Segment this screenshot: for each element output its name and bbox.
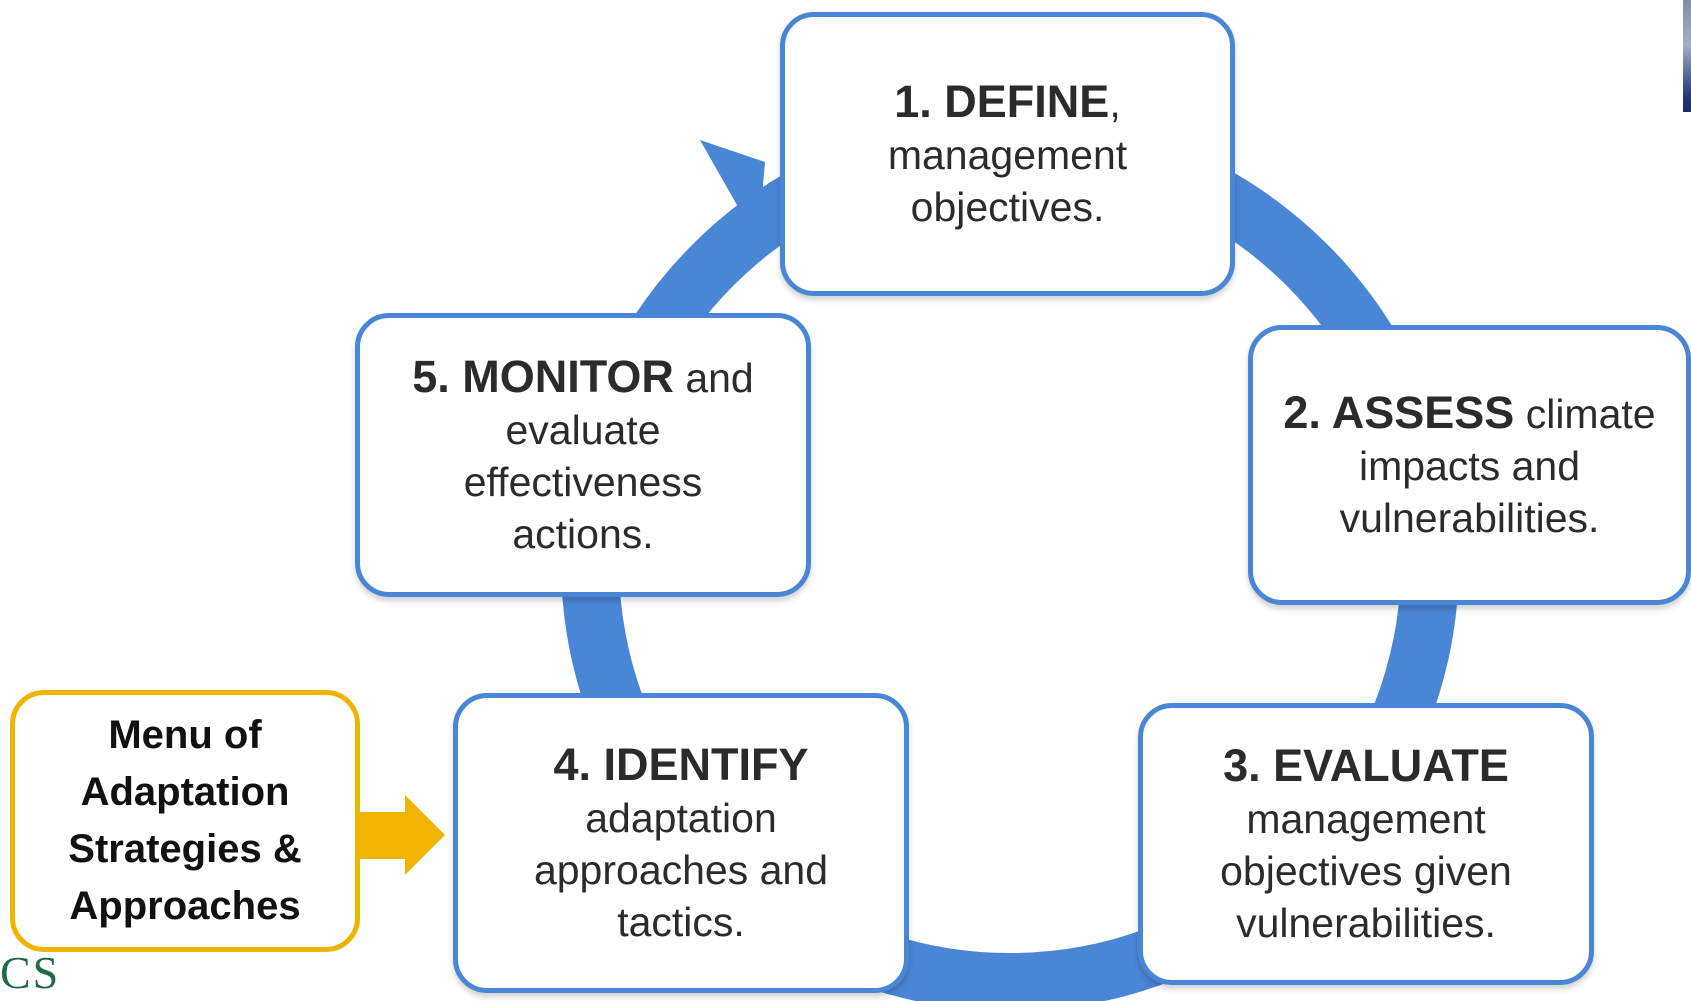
step-evaluate-line: objectives given (1220, 847, 1512, 894)
step-identify-line: adaptation (585, 794, 777, 841)
corner-logo-text: CS (0, 947, 61, 998)
step-evaluate-line: management (1246, 795, 1486, 842)
step-assess: 2. ASSESS climate impacts and vulnerabil… (1248, 325, 1691, 605)
step-define-line: objectives. (910, 183, 1105, 230)
step-define-line: management (887, 131, 1128, 178)
step-monitor-title-tail: and (673, 354, 754, 401)
step-assess-title-tail: climate (1514, 390, 1656, 437)
step-identify-title: 4. IDENTIFY (553, 738, 809, 790)
step-evaluate: 3. EVALUATE management objectives given … (1138, 703, 1594, 985)
step-monitor-line: actions. (512, 510, 654, 557)
step-identify-line: tactics. (617, 898, 745, 945)
step-evaluate-line: vulnerabilities. (1236, 899, 1496, 946)
step-monitor-title: 5. MONITOR (412, 350, 674, 402)
menu-line: Adaptation (80, 770, 290, 814)
step-assess-line: impacts and (1358, 442, 1581, 489)
menu-line: Strategies & (68, 827, 302, 871)
step-define: 1. DEFINE, management objectives. (780, 12, 1235, 296)
step-assess-line: vulnerabilities. (1339, 494, 1600, 541)
menu-arrow-shaft (356, 812, 409, 859)
menu-line: Menu of (108, 713, 262, 757)
menu-line: Approaches (69, 884, 301, 928)
menu-arrow-head (405, 795, 445, 875)
step-identify: 4. IDENTIFY adaptation approaches and ta… (453, 693, 909, 993)
corner-photo-fragment (1683, 0, 1691, 112)
step-evaluate-title: 3. EVALUATE (1223, 739, 1509, 791)
menu-of-adaptation-box: Menu of Adaptation Strategies & Approach… (10, 690, 360, 952)
step-define-title: 1. DEFINE (894, 75, 1110, 127)
step-assess-title: 2. ASSESS (1283, 386, 1515, 438)
step-identify-line: approaches and (533, 846, 829, 893)
step-monitor: 5. MONITOR and evaluate effectiveness ac… (355, 313, 811, 597)
step-monitor-line: evaluate (505, 406, 661, 453)
step-define-title-tail: , (1109, 79, 1121, 126)
cycle-arrowhead (700, 140, 765, 242)
step-monitor-line: effectiveness (463, 458, 703, 505)
